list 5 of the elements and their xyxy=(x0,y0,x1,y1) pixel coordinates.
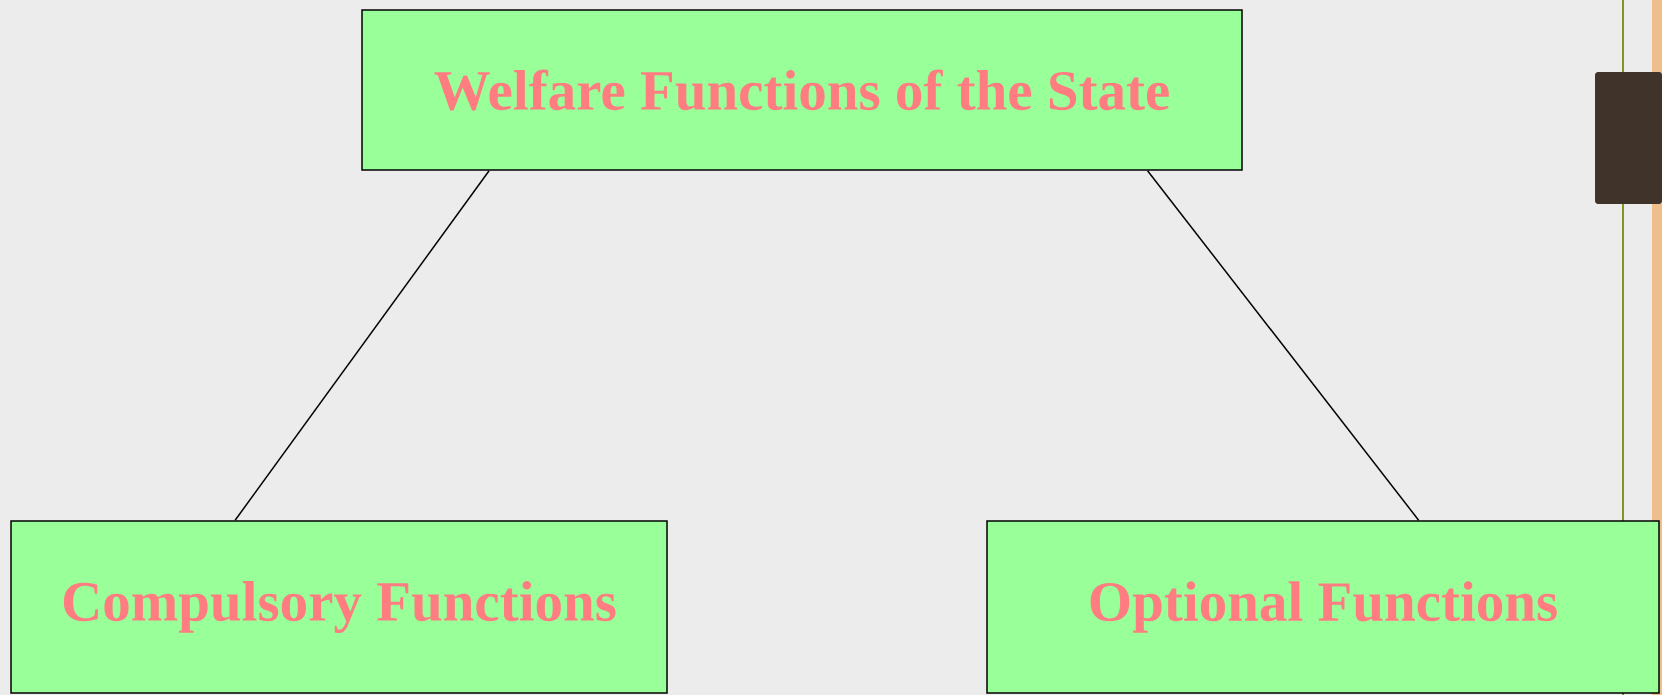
connector-line xyxy=(234,170,490,521)
function-box: Compulsory Functions xyxy=(10,520,668,694)
connector-line xyxy=(1146,170,1420,521)
function-box: Welfare Functions of the State xyxy=(361,9,1243,171)
function-box: Optional Functions xyxy=(986,520,1660,694)
